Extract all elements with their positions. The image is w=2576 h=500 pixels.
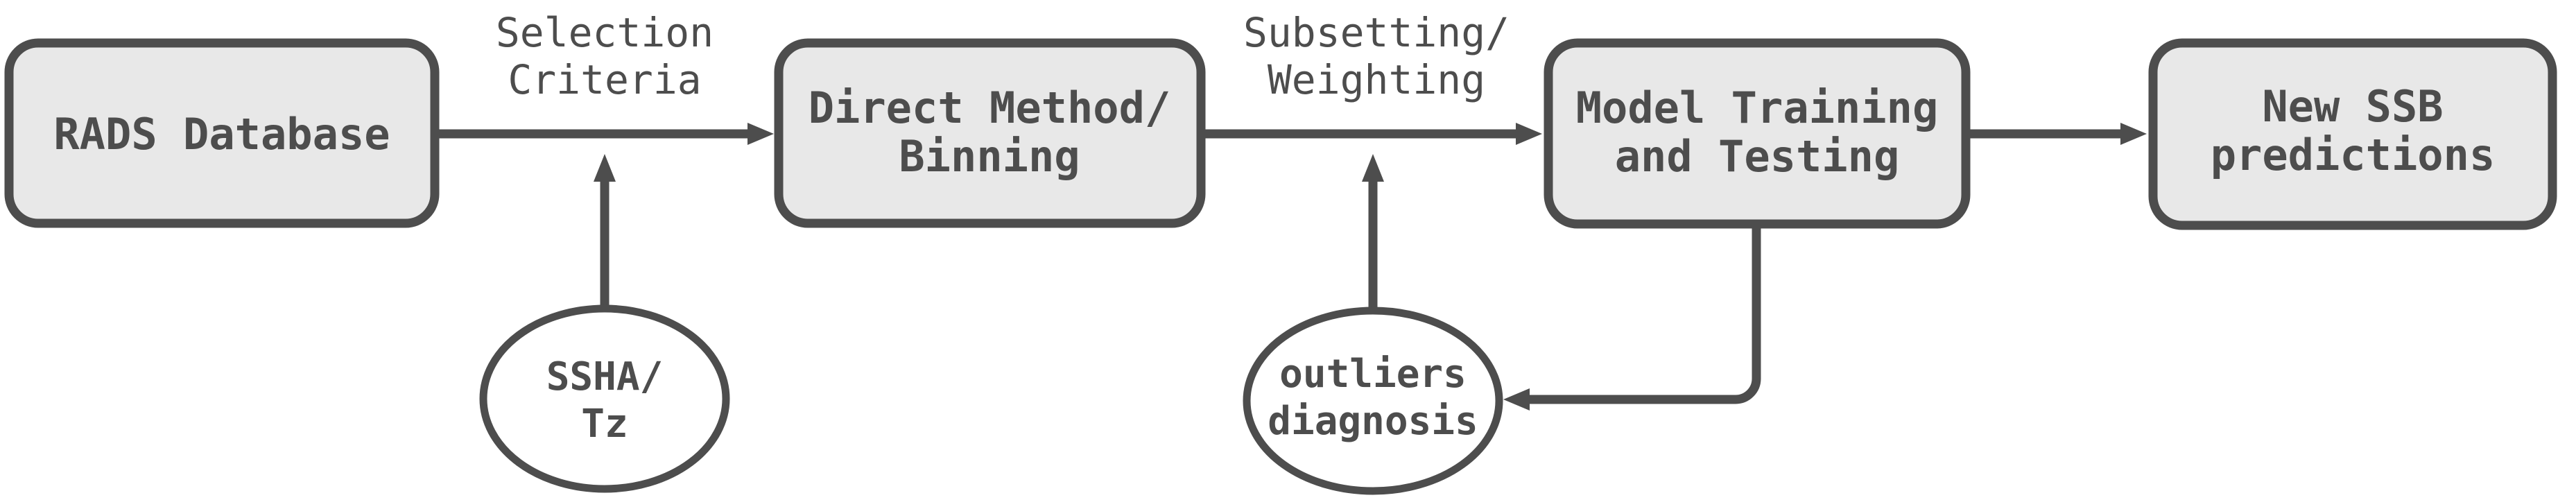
edge-model-to-ssb: [1966, 123, 2147, 145]
node-label-line1: Model Training: [1576, 83, 1939, 133]
arrowhead-right-icon: [747, 123, 774, 145]
node-label-line1: outliers: [1279, 352, 1467, 397]
node-box: [774, 38, 1206, 228]
node-label-line2: and Testing: [1615, 131, 1900, 182]
node-label: RADS Database: [53, 109, 390, 160]
arrowhead-up-icon: [1362, 154, 1384, 182]
node-label-line2: predictions: [2211, 130, 2496, 180]
edge-model-to-outliers-feedback: [1503, 220, 1761, 411]
edge-outliers-to-subsetting: [1362, 154, 1384, 310]
edge-direct-to-model: [1201, 123, 1542, 145]
node-box: [1544, 38, 1971, 229]
node-outliers-diagnosis: outliers diagnosis: [1243, 307, 1503, 495]
edge-label-subsetting-weighting: Subsetting/ Weighting: [1243, 9, 1510, 103]
edge-label-line1: Subsetting/: [1243, 9, 1510, 56]
edge-label-line2: Weighting: [1268, 56, 1485, 103]
edge-ssha-to-selection: [594, 154, 616, 309]
node-label-line2: diagnosis: [1268, 399, 1478, 444]
node-model-training-testing: Model Training and Testing: [1544, 38, 1971, 229]
edge-line: [1530, 220, 1761, 404]
node-ellipse: [479, 304, 730, 493]
node-label-line1: Direct Method/: [809, 83, 1171, 133]
node-box: [2148, 38, 2557, 230]
node-ellipse: [1243, 307, 1503, 495]
arrowhead-left-icon: [1503, 388, 1530, 411]
node-direct-method-binning: Direct Method/ Binning: [774, 38, 1206, 228]
node-new-ssb-predictions: New SSB predictions: [2148, 38, 2557, 230]
node-rads-database: RADS Database: [4, 38, 440, 228]
node-label-line2: Binning: [899, 131, 1080, 182]
edge-label-line2: Criteria: [508, 56, 701, 103]
edge-rads-to-direct: [435, 123, 774, 145]
node-label-line1: SSHA/: [546, 354, 664, 399]
edge-label-selection-criteria: Selection Criteria: [496, 9, 714, 103]
node-label-line1: New SSB: [2262, 81, 2443, 132]
node-box: [4, 38, 440, 228]
node-ssha-tz: SSHA/ Tz: [479, 304, 730, 493]
arrowhead-right-icon: [2120, 123, 2147, 145]
node-label-line2: Tz: [581, 402, 628, 447]
arrowhead-up-icon: [594, 154, 616, 182]
edge-label-line1: Selection: [496, 9, 714, 56]
arrowhead-right-icon: [1516, 123, 1542, 145]
